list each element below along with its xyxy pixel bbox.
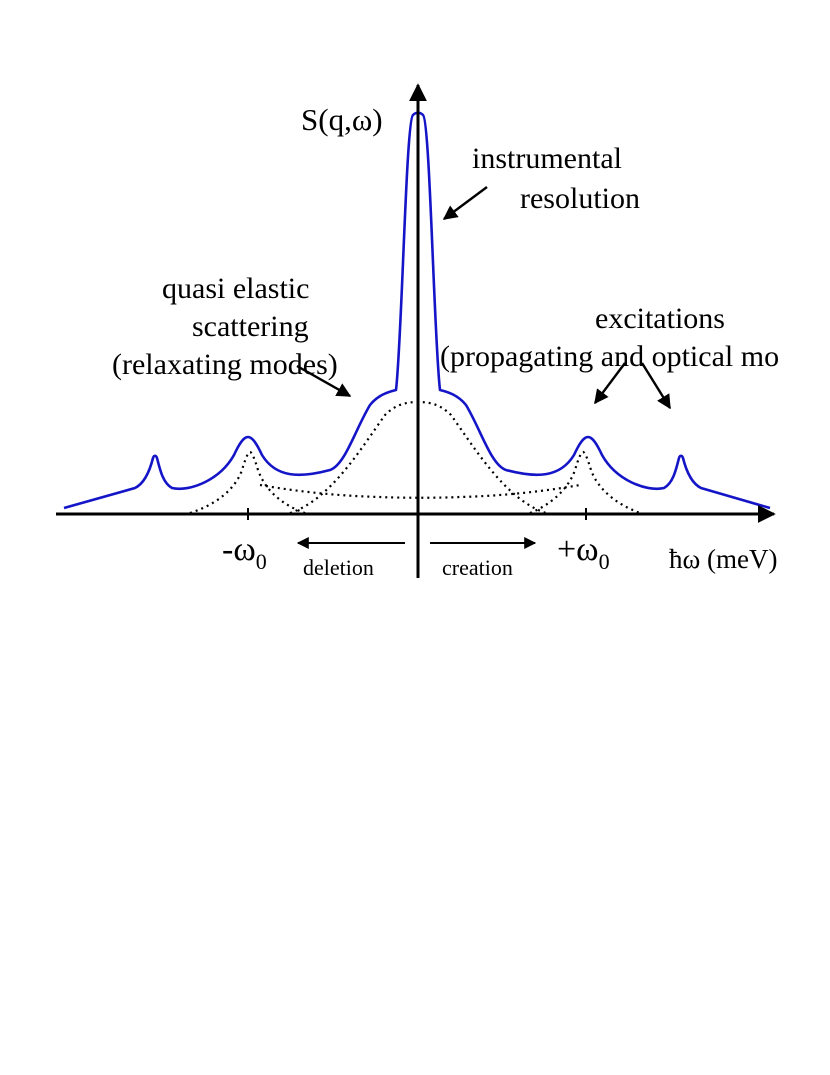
quasi-elastic-annotation-line2: scattering bbox=[192, 310, 309, 343]
resolution-pointer-arrow bbox=[442, 186, 488, 220]
tick-label-minus-omega0: -ω0 bbox=[222, 531, 267, 574]
left-excitation-component-curve bbox=[189, 450, 306, 515]
excitation-right-pointer-arrow bbox=[640, 362, 672, 410]
broad-background-component-curve bbox=[259, 483, 581, 499]
y-axis-label: S(q,ω) bbox=[301, 102, 383, 137]
quasi-elastic-annotation-line3: (relaxating modes) bbox=[112, 348, 338, 381]
excitation-left-pointer-arrow bbox=[594, 362, 626, 405]
deletion-label: deletion bbox=[303, 555, 374, 580]
excitations-annotation-line1: excitations bbox=[595, 302, 725, 335]
tick-label-plus-omega0: +ω0 bbox=[557, 531, 610, 574]
creation-label: creation bbox=[442, 555, 513, 580]
right-excitation-component-curve bbox=[529, 450, 641, 515]
excitations-annotation-line2: (propagating and optical mo bbox=[440, 340, 779, 373]
resolution-annotation-line2: resolution bbox=[520, 182, 640, 215]
x-axis-label: ħω (meV) bbox=[669, 544, 778, 574]
quasi-elastic-annotation-line1: quasi elastic bbox=[162, 272, 309, 305]
resolution-annotation-line1: instrumental bbox=[472, 142, 622, 175]
quasi-elastic-pointer-arrow bbox=[296, 364, 352, 398]
